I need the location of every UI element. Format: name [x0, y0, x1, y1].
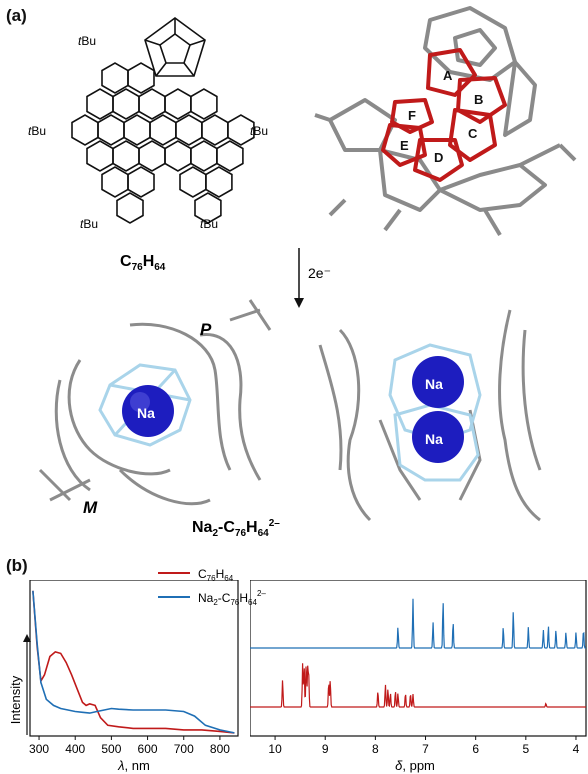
ring-label-a: A	[443, 68, 453, 83]
sodium-ion	[412, 411, 464, 463]
uv-xtick-label: 500	[101, 742, 121, 756]
nmr-series-na2	[250, 598, 586, 649]
ring	[201, 114, 229, 146]
nmr-plot-frame	[250, 580, 587, 737]
ring	[149, 114, 177, 146]
na-label: Na	[425, 376, 443, 392]
ring	[138, 140, 166, 172]
tbu-label: tBu	[28, 124, 46, 138]
ring	[112, 140, 140, 172]
ring-label-b: B	[474, 92, 483, 107]
nmr-xtick-label: 10	[268, 742, 282, 756]
uv-xtick-label: 800	[210, 742, 230, 756]
legend-label-na2: Na2-C76H642–	[198, 589, 266, 607]
ring	[179, 166, 207, 198]
nmr-xtick-label: 8	[372, 742, 379, 756]
intensity-arrow	[23, 634, 31, 642]
ring-label-d: D	[434, 150, 443, 165]
ring	[101, 166, 129, 198]
skeletal-structure	[71, 17, 255, 224]
nmr-xtick-label: 4	[573, 742, 580, 756]
ring-label-c: C	[468, 126, 478, 141]
nmr-xtick-label: 6	[472, 742, 479, 756]
uv-xtick-label: 400	[65, 742, 85, 756]
nmr-xtick-label: 5	[522, 742, 529, 756]
nmr-xlabel: δ, ppm	[395, 758, 435, 773]
uv-xtick-label: 700	[174, 742, 194, 756]
ring	[164, 140, 192, 172]
ring	[164, 88, 192, 120]
ring	[123, 114, 151, 146]
uv-xlabel: λ, nm	[117, 758, 150, 773]
sodium-ion	[412, 356, 464, 408]
helix-m-label: M	[83, 498, 98, 517]
ring	[175, 114, 203, 146]
uv-vis-chart: Intensity 300 400 500 600 700 800 λ, nm	[8, 580, 239, 773]
nmr-series-c76h64	[250, 663, 586, 708]
nmr-xtick-label: 7	[422, 742, 429, 756]
crystal-structure-3d	[314, 6, 577, 237]
legend: C76H64 Na2-C76H642–	[158, 567, 266, 607]
helix-p-label: P	[200, 320, 212, 339]
ring	[227, 114, 255, 146]
na-label: Na	[137, 405, 155, 421]
panel-a-label: (a)	[6, 6, 27, 25]
reduction-label: 2e⁻	[308, 265, 331, 281]
legend-label-c76h64: C76H64	[198, 567, 234, 583]
ring	[101, 62, 129, 94]
tbu-label: tBu	[78, 34, 96, 48]
uv-series-na2	[32, 590, 235, 734]
nmr-xtick-label: 9	[322, 742, 329, 756]
ring	[194, 192, 222, 224]
ring	[86, 88, 114, 120]
ring-label-e: E	[400, 138, 409, 153]
uv-ylabel: Intensity	[8, 675, 23, 724]
highlighted-rings	[381, 48, 507, 182]
ring	[127, 166, 155, 198]
tbu-label: tBu	[250, 124, 268, 138]
ring	[205, 166, 233, 198]
ring	[216, 140, 244, 172]
ring-label-f: F	[408, 108, 416, 123]
nmr-chart: 10 9 8 7 6 5 4 δ, ppm	[250, 580, 587, 773]
ring	[190, 88, 218, 120]
dimer-left	[38, 299, 272, 506]
panel-a-figure: tBu tBu tBu tBu tBu C76H64 A B C D E F 2…	[28, 6, 577, 539]
uv-plot-frame	[29, 580, 239, 737]
uv-xtick-label: 300	[29, 742, 49, 756]
ring	[116, 192, 144, 224]
ring	[71, 114, 99, 146]
uv-xtick-label: 600	[138, 742, 158, 756]
ring	[127, 62, 155, 94]
ring	[138, 88, 166, 120]
compound-label: C76H64	[120, 253, 166, 273]
ring	[190, 140, 218, 172]
ring	[112, 88, 140, 120]
product-label: Na2-C76H642–	[192, 518, 280, 539]
ring	[86, 140, 114, 172]
uv-series-c76h64	[32, 590, 235, 734]
tbu-label: tBu	[80, 217, 98, 231]
na-label: Na	[425, 431, 443, 447]
ring	[97, 114, 125, 146]
tbu-label: tBu	[200, 217, 218, 231]
panel-b-label: (b)	[6, 556, 28, 575]
